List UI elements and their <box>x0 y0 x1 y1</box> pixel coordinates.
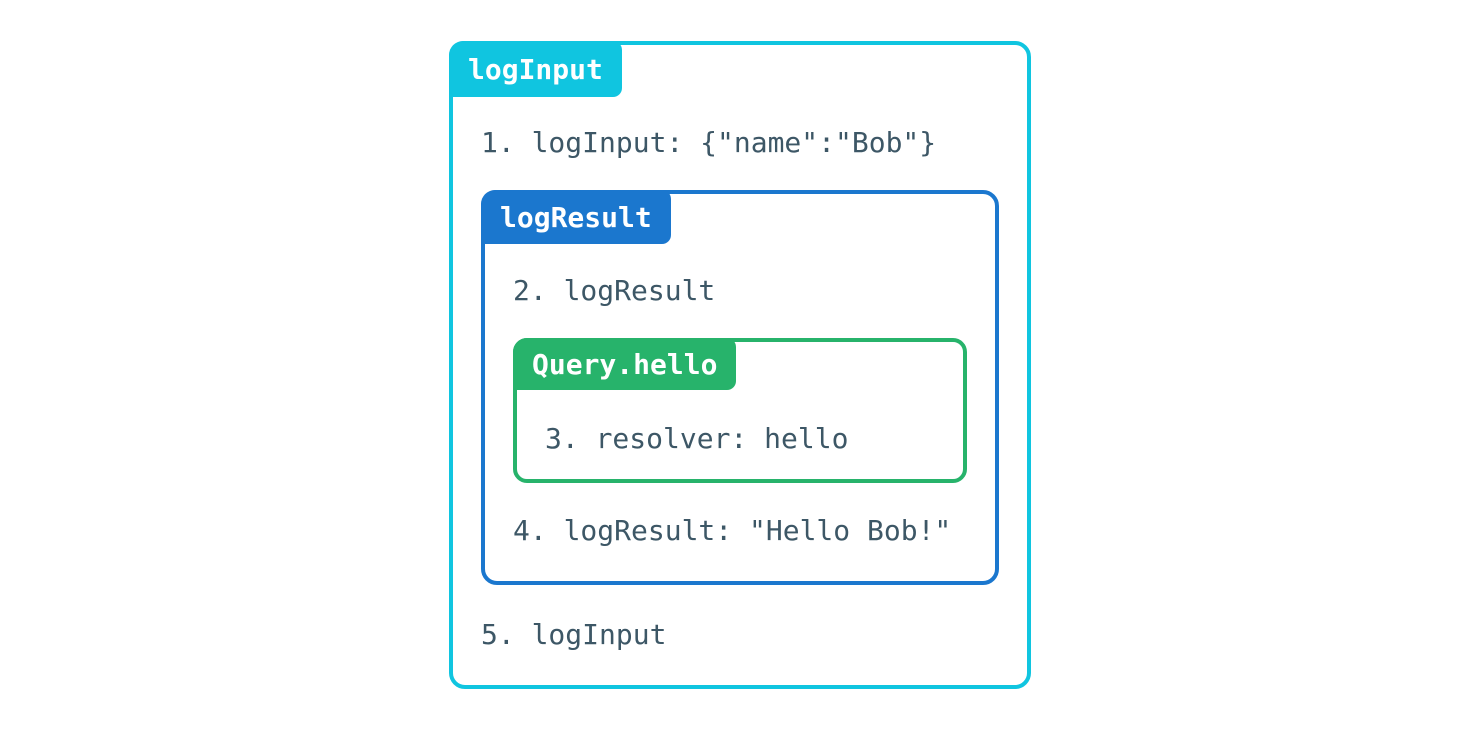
resolver-label-query-hello: Query.hello <box>513 338 737 390</box>
step-2-logresult-before: 2. logResult <box>513 274 716 307</box>
resolver-box-query-hello: Query.hello 3. resolver: hello <box>513 338 967 483</box>
middleware-onion-diagram: logInput 1. logInput: {"name":"Bob"} log… <box>449 41 1031 689</box>
step-4-logresult-after: 4. logResult: "Hello Bob!" <box>513 514 952 547</box>
resolver-label-query-hello-text: Query.hello <box>532 347 718 381</box>
middleware-label-logresult-text: logResult <box>500 200 652 234</box>
middleware-label-loginput-text: logInput <box>468 52 603 86</box>
middleware-box-loginput: logInput 1. logInput: {"name":"Bob"} log… <box>449 41 1031 689</box>
middleware-label-logresult: logResult <box>481 190 671 244</box>
middleware-box-logresult: logResult 2. logResult Query.hello 3. re… <box>481 190 999 585</box>
step-5-loginput-after: 5. logInput <box>481 618 667 651</box>
step-1-loginput-before: 1. logInput: {"name":"Bob"} <box>481 126 937 159</box>
middleware-label-loginput: logInput <box>449 41 622 97</box>
step-3-resolver-hello: 3. resolver: hello <box>545 422 849 455</box>
